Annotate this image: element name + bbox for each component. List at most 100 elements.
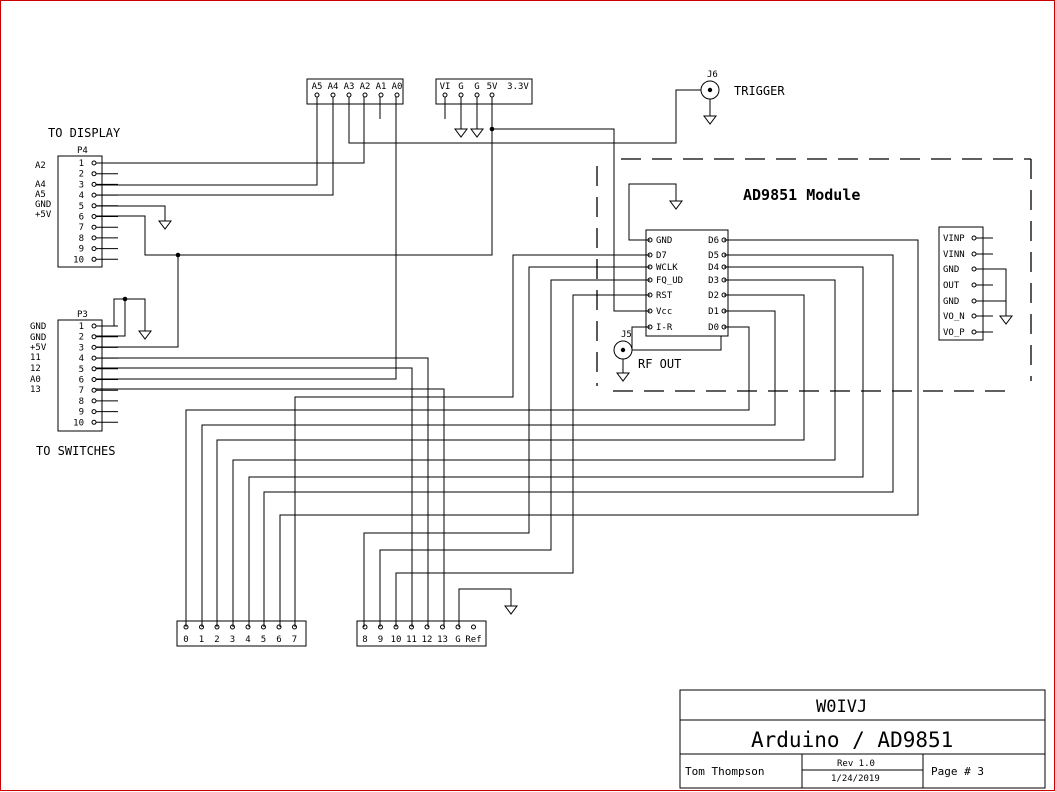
wire-d7-7 (294, 254, 650, 627)
p3-pin-1-pad (91, 323, 97, 329)
dhigh-pins-label-5: 13 (437, 635, 448, 645)
wire-a5-p4-4 (96, 97, 318, 186)
out-pin-2: GND (943, 265, 959, 275)
ground-symbol-g1 (454, 128, 468, 138)
power-pin-label-2: G (474, 82, 479, 92)
p3-side-label-0: GND (30, 322, 46, 332)
p3-pin-4-pad (91, 355, 97, 361)
wire-5v-p4-6 (96, 97, 493, 256)
title-block: W0IVJ Arduino / AD9851 Tom Thompson Rev … (679, 689, 1046, 789)
p4-pin-9-pad (91, 246, 97, 252)
wire-wclk-8 (363, 266, 650, 627)
rf-out-label: RF OUT (638, 357, 681, 371)
wire-d4 (248, 266, 864, 627)
trigger-label: TRIGGER (734, 84, 785, 98)
revision-date: 1/24/2019 (831, 774, 880, 784)
p3-pin-10-label: 10 (73, 418, 84, 428)
ic-left-pin-4: RST (656, 291, 673, 301)
ic-left-pin-0: GND (656, 236, 672, 246)
wire-a4-p4-5 (96, 97, 334, 196)
p3-side-label-6: 13 (30, 385, 41, 395)
wire-ir-j5 (631, 326, 650, 350)
p3-pin-5-pad (91, 366, 97, 372)
j6-ref: J6 (707, 70, 718, 80)
p4-pin-6-pad (91, 214, 97, 219)
dhigh-pins-label-7: Ref (465, 635, 481, 645)
p4-pin-8-pad (91, 235, 97, 241)
p4-side-label-1: A4 (35, 180, 46, 190)
ic-right-pin-2: D4 (708, 263, 719, 273)
dlow-pins-label-0: 0 (183, 635, 188, 645)
power-pad-2 (474, 92, 480, 98)
junction-5v-top (489, 126, 495, 132)
p4-pin-3-pad (91, 181, 97, 187)
p4-pin-7-label: 7 (79, 223, 84, 233)
wire-header-gnd (458, 588, 512, 627)
p3-side-label-1: GND (30, 333, 46, 343)
revision: Rev 1.0 (837, 759, 875, 769)
p3-pin-9-label: 9 (79, 408, 84, 418)
out-pin-0: VINP (943, 234, 965, 244)
ground-symbols (138, 115, 1013, 615)
p3-pin-2-pad (91, 334, 97, 340)
module-title: AD9851 Module (743, 186, 860, 204)
dlow-pins-label-5: 5 (261, 635, 266, 645)
p3-pin-9-pad (91, 409, 97, 415)
out-pad-6 (971, 329, 977, 335)
p3-ref: P3 (77, 310, 88, 320)
out-pad-2 (971, 266, 977, 272)
ic-right-pin-5: D1 (708, 307, 719, 317)
page-number: Page # 3 (931, 765, 984, 778)
dlow-pins-label-6: 6 (276, 635, 281, 645)
power-pad-3 (489, 92, 495, 98)
wire-p3-gnd2 (96, 299, 126, 337)
p3-pin-7-label: 7 (79, 386, 84, 396)
out-pad-5 (971, 313, 977, 319)
p4-pin-5-pad (91, 203, 97, 209)
analog-pins-pad-3 (362, 92, 368, 98)
ground-symbol-p4 (158, 220, 172, 230)
out-pin-3: OUT (943, 281, 960, 291)
p4-pin-1-label: 1 (79, 159, 84, 169)
p4-pin-8-label: 8 (79, 234, 84, 244)
wire-fqud-9 (379, 279, 650, 627)
p4-ref: P4 (77, 146, 88, 156)
wire-rst-10 (395, 294, 650, 627)
dlow-pins-label-2: 2 (214, 635, 219, 645)
p4-pin-9-label: 9 (79, 245, 84, 255)
out-pin-4: GND (943, 297, 959, 307)
p3-pin-6-pad (91, 377, 97, 382)
wire-a0-p3-6 (96, 97, 397, 380)
ic-right-pin-3: D3 (708, 276, 719, 286)
out-pad-3 (971, 282, 977, 288)
p4-pin-10-pad (91, 256, 97, 262)
wire-out-gnd (976, 268, 1007, 316)
dhigh-pins-label-4: 12 (422, 635, 433, 645)
junction-5v (175, 252, 181, 258)
wire-p3-12 (96, 367, 413, 627)
power-pin-label-1: G (458, 82, 463, 92)
dhigh-pins-label-1: 9 (378, 635, 383, 645)
p4-pin-4-label: 4 (79, 191, 84, 201)
p3-pin-2-label: 2 (79, 333, 84, 343)
author: Tom Thompson (685, 765, 764, 778)
wire-d2 (216, 294, 805, 627)
wire-ic-gnd (628, 183, 677, 241)
ic-right-pin-6: D0 (708, 323, 719, 333)
wire-a2-p4-1 (96, 97, 365, 164)
j6-trigger-bnc (700, 80, 720, 100)
junction-dots (122, 126, 495, 302)
p4-pin-5-label: 5 (79, 202, 84, 212)
power-pin-label-4: 3.3V (507, 82, 529, 92)
ground-symbol-header (504, 605, 518, 615)
to-display-label: TO DISPLAY (48, 126, 121, 140)
ground-symbol-p3 (138, 330, 152, 340)
p3-side-label-5: A0 (30, 375, 41, 385)
analog-pins-pad-2 (346, 92, 352, 98)
ic-left-pin-6: I-R (656, 323, 673, 333)
junction-p3-gnd (122, 296, 128, 302)
